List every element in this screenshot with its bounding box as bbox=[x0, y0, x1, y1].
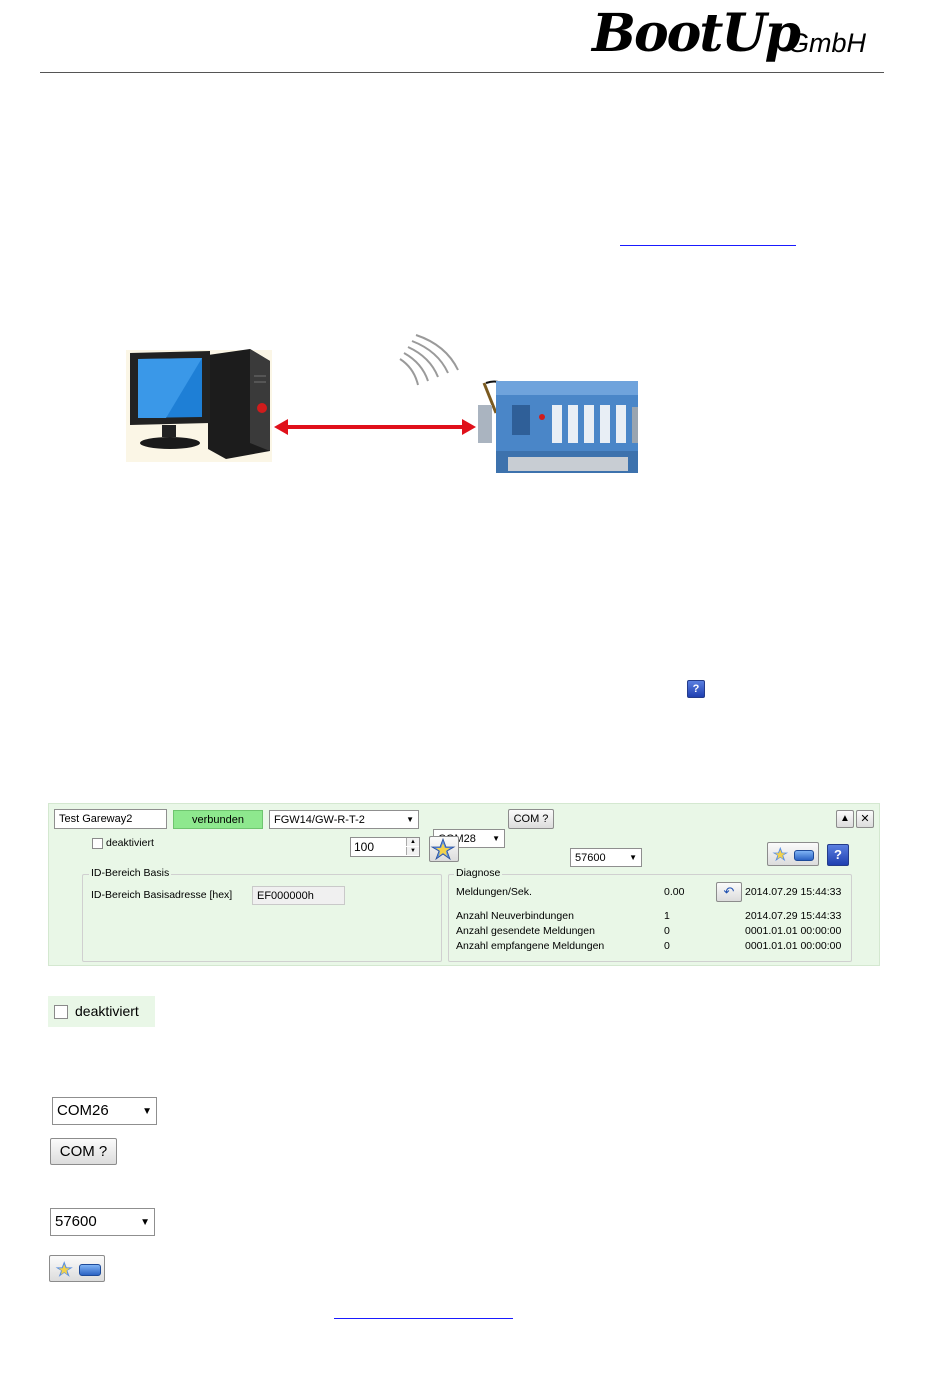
gateway-panel: Test Gareway2 verbunden FGW14/GW-R-T-2 ▼… bbox=[48, 803, 880, 966]
chevron-down-icon: ▼ bbox=[492, 834, 500, 843]
deactivated-sample: deaktiviert bbox=[48, 996, 155, 1027]
id-range-group bbox=[82, 874, 442, 962]
diag-row-label: Anzahl empfangene Meldungen bbox=[456, 940, 605, 952]
deactivated-checkbox[interactable] bbox=[54, 1005, 68, 1019]
undo-icon: ↶ bbox=[723, 884, 735, 899]
brand-name: BootUp bbox=[592, 3, 801, 64]
chevron-down-icon: ▼ bbox=[629, 853, 637, 862]
header-divider bbox=[40, 72, 884, 73]
double-arrow-icon bbox=[274, 419, 476, 435]
connection-status-badge: verbunden bbox=[173, 810, 263, 829]
radio-waves-icon bbox=[399, 334, 459, 386]
hyperlink-underline[interactable] bbox=[620, 245, 796, 246]
hyperlink-underline[interactable] bbox=[334, 1318, 513, 1319]
value-stepper-value: 100 bbox=[354, 840, 375, 854]
com-query-button-sample[interactable]: COM ? bbox=[50, 1138, 117, 1165]
diagnose-group-title: Diagnose bbox=[454, 867, 503, 879]
port-value: COM26 bbox=[57, 1102, 109, 1119]
arrow-up-icon: ▲ bbox=[840, 813, 850, 824]
serial-port-icon bbox=[79, 1264, 101, 1276]
close-icon: ✕ bbox=[860, 813, 870, 825]
serial-port-icon bbox=[794, 850, 814, 861]
wizard-icon bbox=[55, 1261, 73, 1277]
diag-row-label: Meldungen/Sek. bbox=[456, 886, 532, 898]
help-button[interactable]: ? bbox=[827, 844, 849, 866]
stepper-down-icon[interactable]: ▼ bbox=[406, 847, 419, 855]
diag-row-value: 0.00 bbox=[664, 886, 685, 898]
device-type-select[interactable]: FGW14/GW-R-T-2 ▼ bbox=[269, 810, 419, 829]
move-up-button[interactable]: ▲ bbox=[836, 810, 854, 828]
wizard-serial-button[interactable] bbox=[767, 842, 819, 866]
diag-row-label: Anzahl Neuverbindungen bbox=[456, 910, 574, 922]
diag-row-time: 0001.01.01 00:00:00 bbox=[745, 925, 842, 937]
id-range-address-field: EF000000h bbox=[252, 886, 345, 905]
baud-value: 57600 bbox=[55, 1213, 97, 1230]
diag-row-time: 2014.07.29 15:44:33 bbox=[745, 886, 842, 898]
wizard-serial-button-sample[interactable] bbox=[49, 1255, 105, 1282]
id-range-address-label: ID-Bereich Basisadresse [hex] bbox=[91, 889, 233, 901]
brand-logo: BootUp bbox=[592, 8, 801, 60]
stepper-up-icon[interactable]: ▲ bbox=[406, 838, 419, 846]
deactivated-label: deaktiviert bbox=[106, 837, 154, 849]
diag-row-value: 0 bbox=[664, 940, 670, 952]
diag-row-value: 0 bbox=[664, 925, 670, 937]
chevron-down-icon: ▼ bbox=[406, 815, 414, 824]
diagnose-group bbox=[448, 874, 852, 962]
help-icon: ? bbox=[687, 680, 705, 698]
reset-counter-button[interactable]: ↶ bbox=[716, 882, 742, 902]
diag-row-value: 1 bbox=[664, 910, 670, 922]
baud-select-sample[interactable]: 57600 ▼ bbox=[50, 1208, 155, 1236]
port-select-sample[interactable]: COM26 ▼ bbox=[52, 1097, 157, 1125]
id-range-group-title: ID-Bereich Basis bbox=[89, 867, 172, 879]
device-type-value: FGW14/GW-R-T-2 bbox=[274, 814, 365, 826]
baud-select[interactable]: 57600 ▼ bbox=[570, 848, 642, 867]
diag-row-label: Anzahl gesendete Meldungen bbox=[456, 925, 595, 937]
wizard-button[interactable] bbox=[429, 836, 459, 862]
wizard-icon bbox=[772, 846, 789, 862]
gateway-device-icon bbox=[478, 380, 638, 473]
gateway-name-input[interactable]: Test Gareway2 bbox=[54, 809, 167, 829]
remove-gateway-button[interactable]: ✕ bbox=[856, 810, 874, 828]
wizard-icon bbox=[430, 837, 456, 861]
chevron-down-icon: ▼ bbox=[140, 1217, 150, 1228]
com-query-button[interactable]: COM ? bbox=[508, 809, 554, 829]
computer-icon bbox=[126, 349, 272, 462]
connection-diagram bbox=[126, 325, 646, 485]
value-stepper[interactable]: 100 ▲ ▼ bbox=[350, 837, 420, 857]
diag-row-time: 0001.01.01 00:00:00 bbox=[745, 940, 842, 952]
deactivated-checkbox[interactable] bbox=[92, 838, 103, 849]
deactivated-label: deaktiviert bbox=[75, 1003, 139, 1019]
diag-row-time: 2014.07.29 15:44:33 bbox=[745, 910, 842, 922]
baud-value: 57600 bbox=[575, 852, 606, 864]
company-suffix: GmbH bbox=[788, 28, 867, 58]
connection-diagram-svg bbox=[126, 334, 638, 473]
chevron-down-icon: ▼ bbox=[142, 1106, 152, 1117]
